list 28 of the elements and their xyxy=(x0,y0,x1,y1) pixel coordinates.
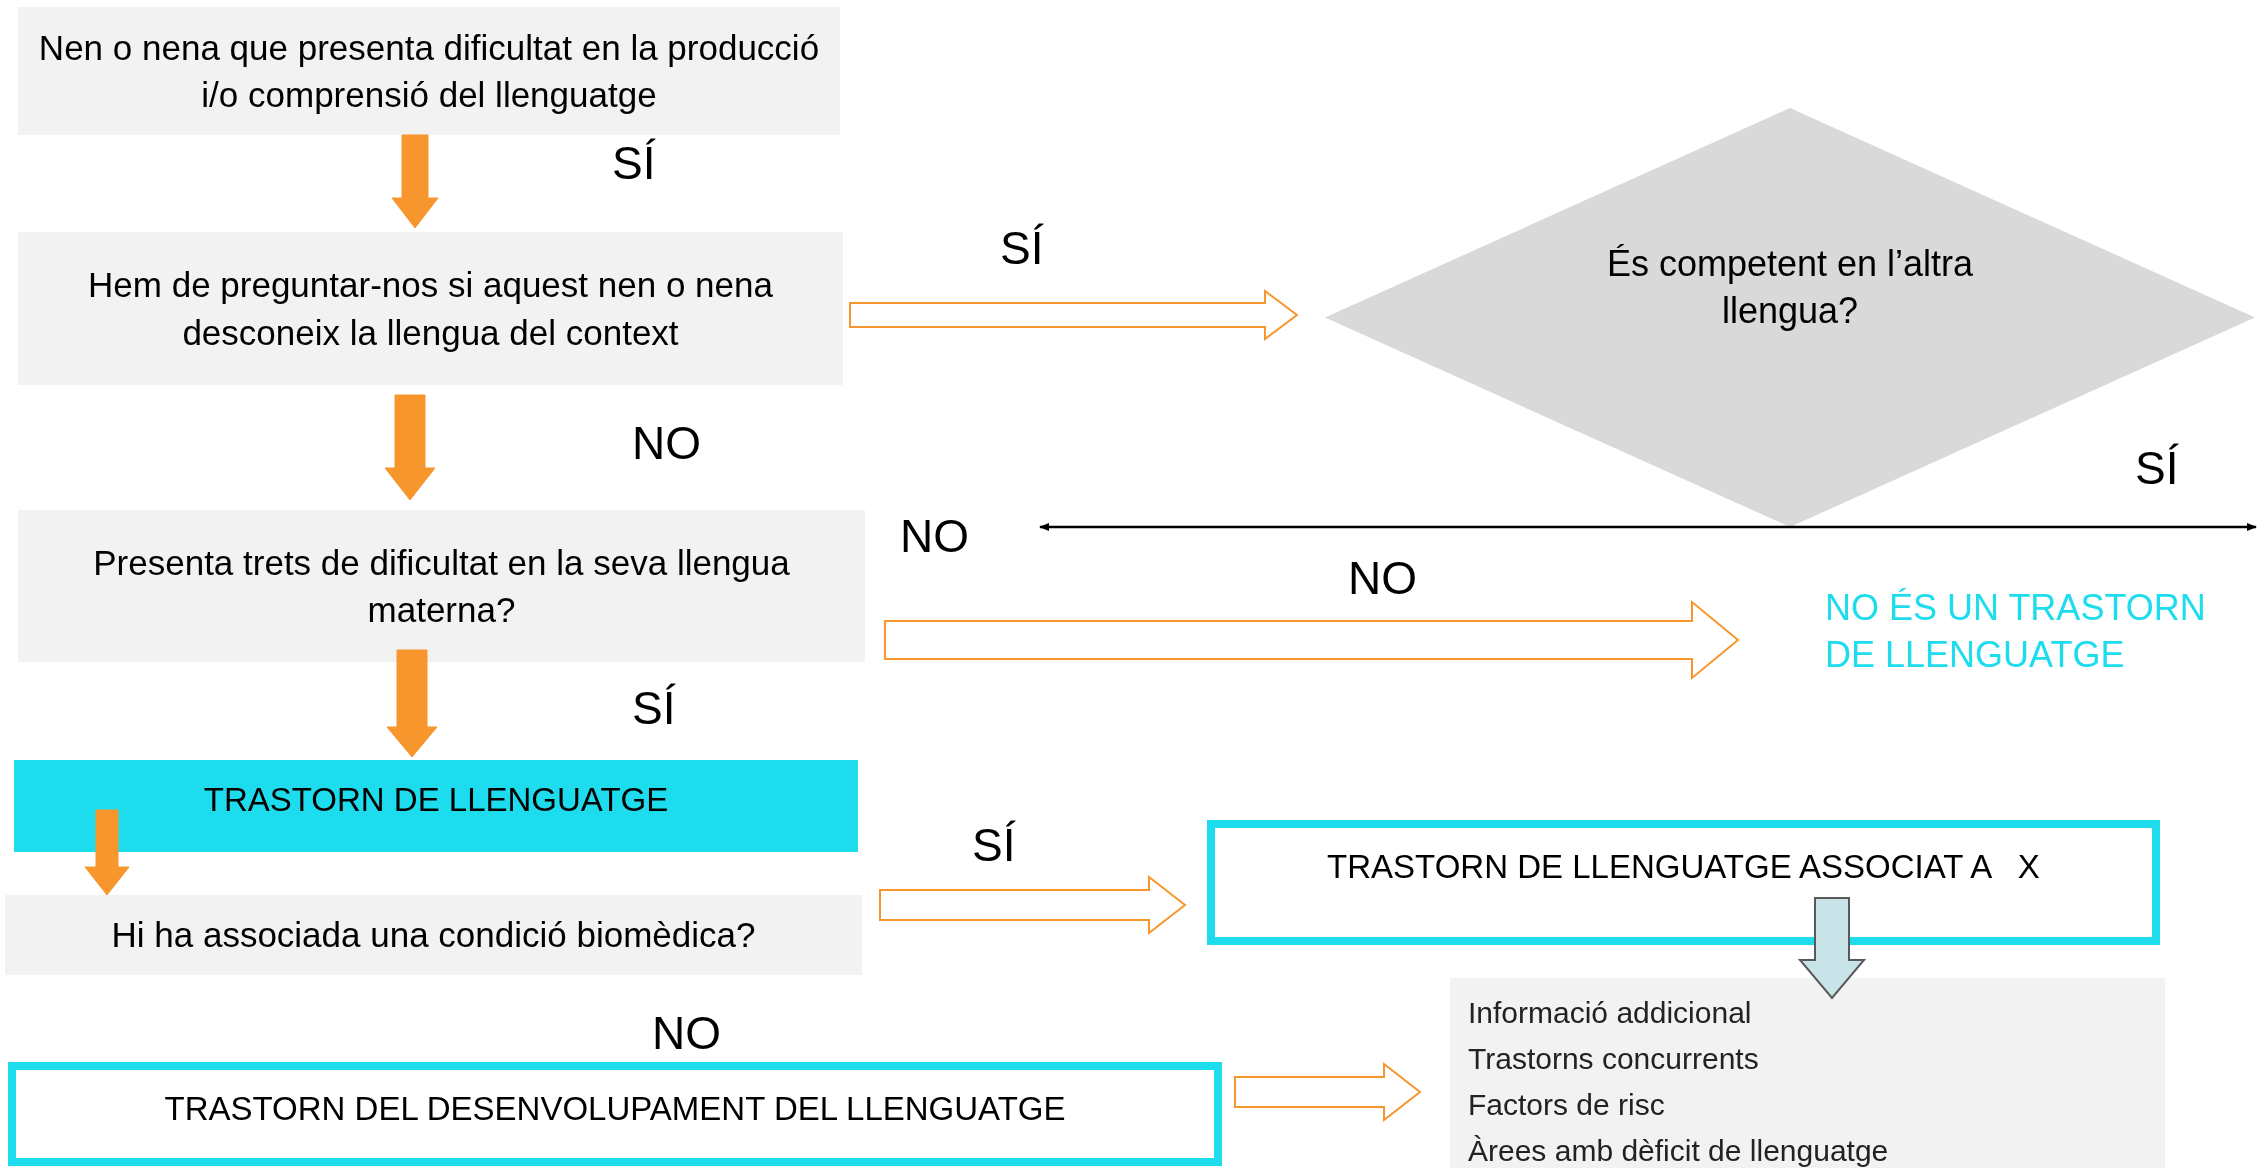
list-item: Factors de risc xyxy=(1468,1087,1666,1123)
arrow xyxy=(1039,523,1790,531)
block-arrow xyxy=(849,289,1299,341)
list-item: Informació addicional xyxy=(1468,995,1753,1031)
question-box: Presenta trets de dificultat en la seva llengua materna? xyxy=(18,510,865,662)
process-box xyxy=(14,760,858,852)
outcome-box xyxy=(8,1062,1222,1166)
node-text: TRASTORN DEL DESENVOLUPAMENT DEL LLENGUATGE xyxy=(164,1089,1066,1129)
block-arrow xyxy=(386,649,438,758)
arrow xyxy=(1790,523,2257,531)
list-item: Àrees amb dèficit de llenguatge xyxy=(1468,1133,1890,1168)
block-arrow xyxy=(391,134,439,229)
question-box: Nen o nena que presenta dificultat en la producció i/o comprensió del llenguatge xyxy=(18,7,840,135)
info-box xyxy=(1450,978,2165,1168)
node-text: TRASTORN DE LLENGUATGE ASSOCIAT A X xyxy=(1327,847,2040,887)
block-arrow xyxy=(1234,1061,1422,1123)
outcome-text: NO ÉS UN TRASTORN DE LLENGUATGE xyxy=(1825,585,2225,680)
list-item: Trastorns concurrents xyxy=(1468,1041,1760,1077)
block-arrow xyxy=(384,394,436,501)
block-arrow xyxy=(879,874,1187,936)
question-box: Hem de preguntar-nos si aquest nen o nena desconeix la llengua del context xyxy=(18,232,843,385)
question-box: Hi ha associada una condició biomèdica? xyxy=(5,895,862,975)
block-arrow xyxy=(84,809,130,896)
block-arrow xyxy=(884,599,1740,681)
outcome-box xyxy=(1207,820,2160,945)
block-arrow xyxy=(1797,897,1867,1000)
node-text: TRASTORN DE LLENGUATGE xyxy=(203,780,669,820)
node-text: És competent en l’altra llengua? xyxy=(1606,242,1974,331)
